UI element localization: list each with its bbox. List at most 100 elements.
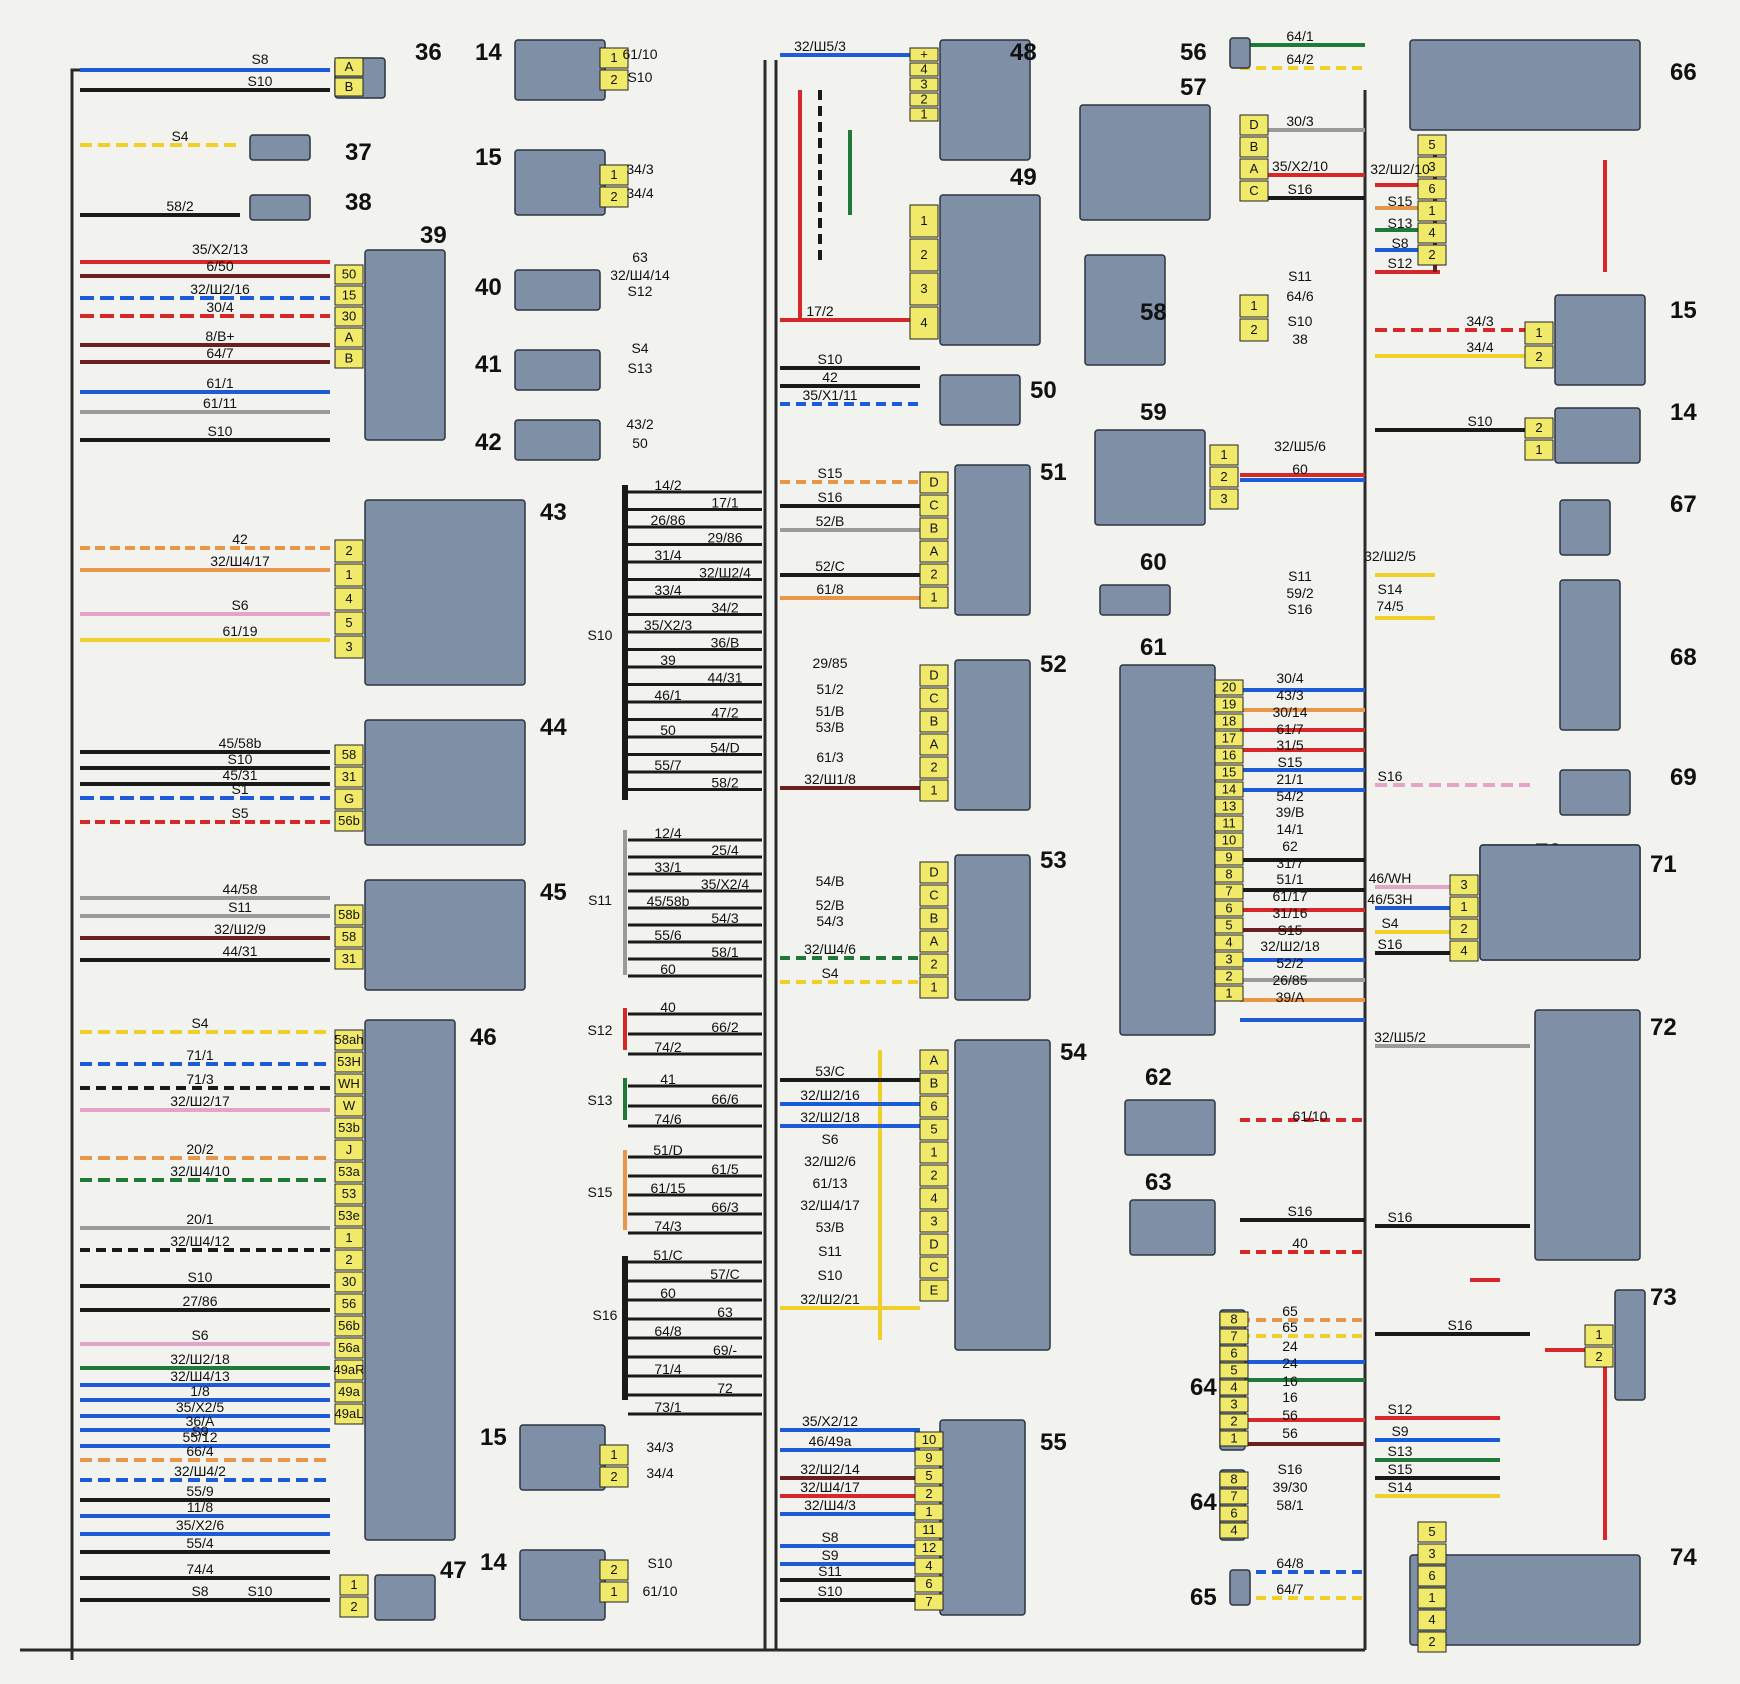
pin-box: [1214, 917, 1244, 934]
wire-label: 51/2: [816, 681, 843, 697]
wire-label: S15: [1388, 1461, 1413, 1477]
pin-label: E: [930, 1283, 939, 1298]
wire-label: S16: [1278, 1461, 1303, 1477]
pin-label: 53H: [337, 1054, 361, 1069]
pin-box: [914, 1521, 944, 1539]
pin-box: [914, 1539, 944, 1557]
wire-label: 32/Ш4/6: [804, 941, 856, 957]
pin-label: A: [1250, 161, 1259, 176]
pin-box: [1214, 679, 1244, 696]
pin-box: [919, 471, 949, 494]
wire-label: 61/10: [622, 46, 657, 62]
pin-box: [1417, 156, 1447, 178]
pin-label: 1: [345, 1230, 352, 1245]
component-number: 38: [345, 189, 372, 216]
wire-label: 35/X2/10: [1272, 158, 1328, 174]
wire-label: 61/19: [222, 623, 257, 639]
pin-box: [334, 766, 364, 788]
wire-label: 39/A: [1276, 989, 1305, 1005]
harness-wire-label: 73/1: [654, 1399, 681, 1415]
wire-label: 11/8: [187, 1499, 213, 1515]
pin-box: [919, 1095, 949, 1118]
harness-wire-label: 31/4: [654, 547, 681, 563]
component-body: [1559, 579, 1621, 731]
pin-box: [334, 1205, 364, 1227]
wire-label: 32/Ш5/3: [794, 38, 846, 54]
wire-label: 55/12: [182, 1429, 217, 1445]
pin-label: 1: [1220, 447, 1227, 462]
pin-box: [1214, 866, 1244, 883]
wire-label: 8/B+: [205, 328, 234, 344]
pin-box: [919, 664, 949, 687]
pin-box: [1219, 1396, 1249, 1413]
wire-label: 64/6: [1286, 288, 1313, 304]
pin-box: [914, 1557, 944, 1575]
pin-label: 2: [345, 1252, 352, 1267]
pin-label: B: [345, 79, 354, 94]
pin-box: [919, 563, 949, 586]
pin-box: [1214, 713, 1244, 730]
wire-label: 6/50: [206, 258, 233, 274]
component-body: [939, 194, 1041, 346]
wire-label: 55/9: [186, 1483, 213, 1499]
pin-label: 1: [930, 783, 937, 798]
component-body: [1129, 1199, 1216, 1256]
wire-label: 54/2: [1276, 788, 1303, 804]
wires-left: [80, 68, 330, 1602]
component-number: 36: [415, 39, 442, 66]
pin-label: A: [345, 330, 354, 345]
component-body: [519, 1424, 606, 1491]
pin-label: 1: [930, 590, 937, 605]
pin-box: [919, 953, 949, 976]
harness-wire-label: 46/1: [654, 687, 681, 703]
component-body: [1534, 1009, 1641, 1261]
pin-label: 10: [1222, 833, 1236, 848]
component-number: 50: [1030, 377, 1057, 404]
component-number: 63: [1145, 1169, 1172, 1196]
pin-label: 2: [1535, 349, 1542, 364]
wire-label: 61/7: [1276, 721, 1303, 737]
pin-label: 1: [350, 1577, 357, 1592]
pin-box: [914, 1575, 944, 1593]
wire-label: S8: [821, 1529, 838, 1545]
component-number: 66: [1670, 59, 1697, 86]
pin-box: [599, 1559, 629, 1581]
wire-label: S10: [248, 73, 273, 89]
pin-label: 6: [930, 1099, 937, 1114]
wire-label: 66/4: [186, 1443, 213, 1459]
wire-label: S12: [1388, 1401, 1413, 1417]
pin-box: [339, 1574, 369, 1596]
pin-box: [1214, 934, 1244, 951]
pin-label: 2: [350, 1599, 357, 1614]
wire-label: 52/B: [816, 513, 845, 529]
pin-label: 56a: [338, 1340, 360, 1355]
harness-wire-label: 60: [660, 1285, 676, 1301]
pin-label: 2: [920, 247, 927, 262]
wire-label: 34/4: [1466, 339, 1493, 355]
harness-wire-label: 66/3: [711, 1199, 738, 1215]
wire-label: 32/Ш2/6: [804, 1153, 856, 1169]
pin-box: [334, 539, 364, 563]
component-body: [364, 1019, 456, 1541]
component-number: 14: [1670, 399, 1697, 426]
pin-box: [1219, 1522, 1249, 1539]
pin-box: [1417, 1609, 1447, 1631]
wire-label: 26/85: [1272, 972, 1307, 988]
pin-label: 31: [342, 951, 356, 966]
component-c46: 4658ah53HWHW53bJ53a5353e12305656b56a49aR…: [170, 1015, 496, 1599]
harness-wire-label: 14/2: [654, 477, 681, 493]
wire-label: 55/4: [186, 1535, 213, 1551]
wire-label: 52/B: [816, 897, 845, 913]
pin-label: 2: [610, 72, 617, 87]
wire-label: 34/3: [646, 1439, 673, 1455]
